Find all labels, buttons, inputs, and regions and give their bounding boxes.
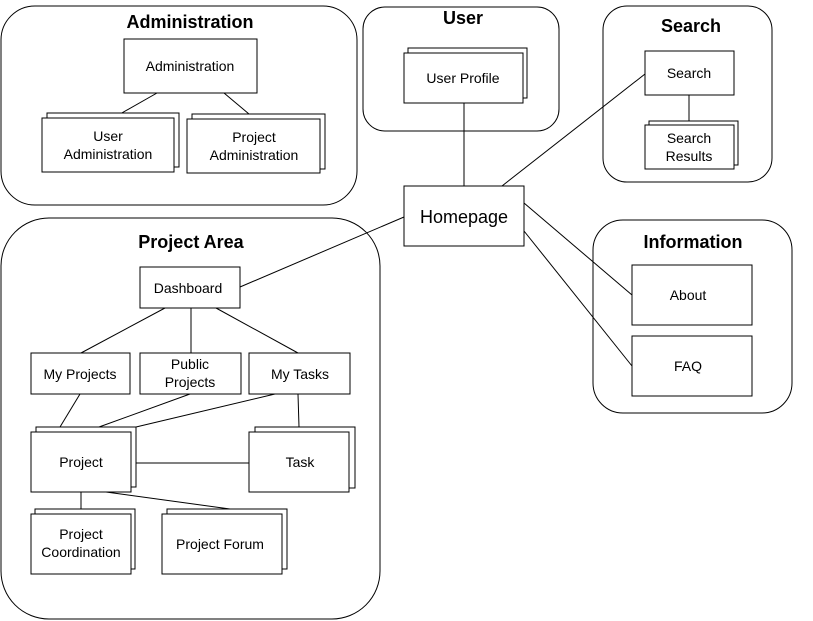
group-title-project-area: Project Area xyxy=(138,232,244,252)
node-project-coordination[interactable] xyxy=(30,513,132,575)
node-project[interactable] xyxy=(30,431,132,493)
label-homepage: Homepage xyxy=(420,207,508,227)
edge-admin-useradmin xyxy=(119,92,158,115)
node-faq[interactable] xyxy=(631,335,753,397)
label-user-administration-2: Administration xyxy=(64,146,153,162)
edge-homepage-dashboard xyxy=(239,216,405,288)
label-about: About xyxy=(670,287,707,303)
edge-publicprojects-project xyxy=(98,393,191,428)
edge-homepage-faq xyxy=(523,230,633,367)
node-task[interactable] xyxy=(248,431,350,493)
node-my-projects[interactable] xyxy=(30,352,131,395)
connectors xyxy=(59,73,690,510)
label-search-results-1: Search xyxy=(667,130,711,146)
group-title-user: User xyxy=(443,8,483,28)
node-about[interactable] xyxy=(631,264,753,326)
group-administration xyxy=(0,5,358,206)
node-search[interactable] xyxy=(644,50,735,96)
edge-mytasks-task xyxy=(297,393,300,428)
label-my-projects: My Projects xyxy=(43,366,116,382)
node-administration[interactable] xyxy=(123,38,258,94)
label-project-administration-1: Project xyxy=(232,129,276,145)
label-project-coordination-1: Project xyxy=(59,526,103,542)
edge-dashboard-mytasks xyxy=(215,307,299,354)
label-dashboard: Dashboard xyxy=(154,280,223,296)
label-project: Project xyxy=(59,454,103,470)
label-public-projects-1: Public xyxy=(171,356,209,372)
edge-admin-projectadmin xyxy=(223,92,250,115)
label-search-results-2: Results xyxy=(666,148,713,164)
label-administration: Administration xyxy=(146,58,235,74)
label-faq: FAQ xyxy=(674,358,702,374)
edge-myprojects-project xyxy=(59,393,81,428)
node-search-results[interactable] xyxy=(644,124,735,170)
node-user-profile[interactable] xyxy=(403,52,524,104)
node-public-projects[interactable] xyxy=(139,352,242,395)
edge-dashboard-myprojects xyxy=(80,307,166,354)
label-project-forum: Project Forum xyxy=(176,536,264,552)
label-user-administration-1: User xyxy=(93,128,123,144)
label-task: Task xyxy=(286,454,316,470)
edge-mytasks-project xyxy=(135,393,276,428)
node-project-administration[interactable] xyxy=(186,118,321,174)
node-dashboard[interactable] xyxy=(139,266,241,309)
edge-homepage-about xyxy=(523,202,633,296)
node-project-forum[interactable] xyxy=(161,513,283,575)
node-user-administration[interactable] xyxy=(41,117,175,173)
label-search: Search xyxy=(667,65,711,81)
group-title-administration: Administration xyxy=(126,12,253,32)
group-title-information: Information xyxy=(644,232,743,252)
label-project-administration-2: Administration xyxy=(210,147,299,163)
label-public-projects-2: Projects xyxy=(165,374,216,390)
group-title-search: Search xyxy=(661,16,721,36)
label-user-profile: User Profile xyxy=(426,70,499,86)
edge-search-homepage xyxy=(501,73,646,187)
node-my-tasks[interactable] xyxy=(248,352,351,395)
node-homepage[interactable] xyxy=(403,185,525,247)
label-project-coordination-2: Coordination xyxy=(41,544,120,560)
label-my-tasks: My Tasks xyxy=(271,366,329,382)
edge-project-forum xyxy=(105,491,231,510)
